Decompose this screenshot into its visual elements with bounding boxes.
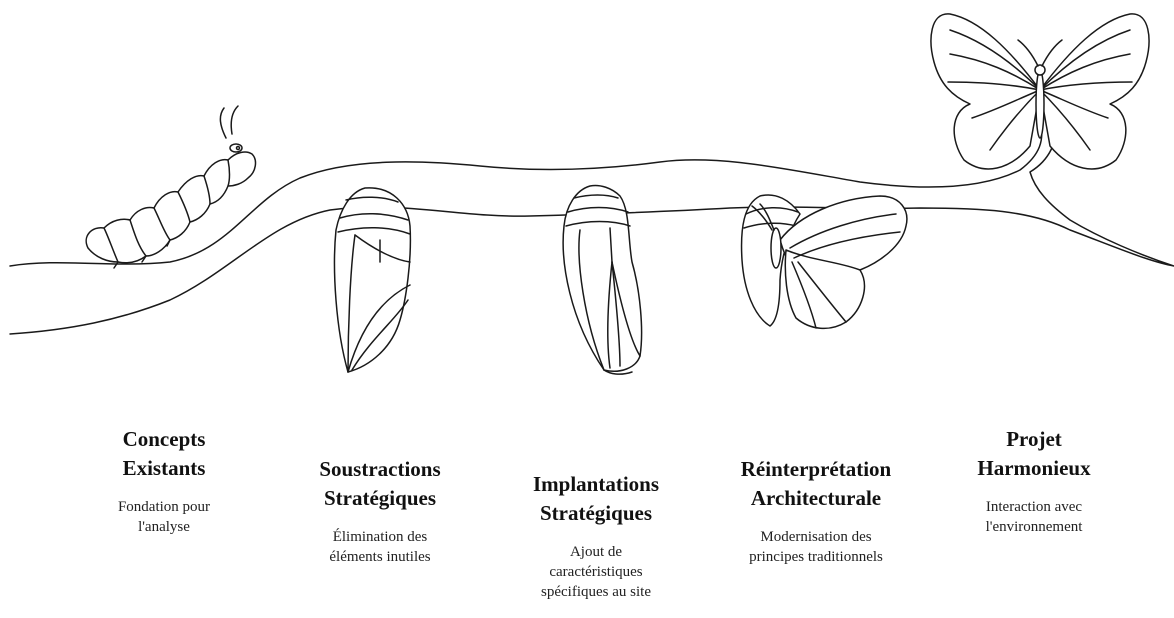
stage-description-line: Interaction avec bbox=[934, 497, 1134, 517]
stage-title-line: Existants bbox=[64, 454, 264, 483]
stage-title-line: Soustractions bbox=[280, 455, 480, 484]
stage-description-line: l'analyse bbox=[64, 517, 264, 537]
stage-title: Concepts Existants bbox=[64, 425, 264, 483]
stage-title: Projet Harmonieux bbox=[934, 425, 1134, 483]
stage-description: Élimination des éléments inutiles bbox=[280, 527, 480, 567]
stage-description: Fondation pour l'analyse bbox=[64, 497, 264, 537]
stage-description-line: l'environnement bbox=[934, 517, 1134, 537]
stage-description-line: caractéristiques bbox=[496, 562, 696, 582]
stage-description: Interaction avec l'environnement bbox=[934, 497, 1134, 537]
stage-title: Soustractions Stratégiques bbox=[280, 455, 480, 513]
stage-projet-harmonieux: Projet Harmonieux Interaction avec l'env… bbox=[934, 425, 1134, 537]
stage-title: Implantations Stratégiques bbox=[496, 470, 696, 528]
stage-title-line: Architecturale bbox=[716, 484, 916, 513]
stage-description: Ajout de caractéristiques spécifiques au… bbox=[496, 542, 696, 602]
stage-description-line: spécifiques au site bbox=[496, 582, 696, 602]
chrysalis-2-icon bbox=[563, 185, 641, 374]
chrysalis-1-icon bbox=[335, 188, 411, 372]
stage-description-line: principes traditionnels bbox=[716, 547, 916, 567]
stage-concepts-existants: Concepts Existants Fondation pour l'anal… bbox=[64, 425, 264, 537]
metamorphosis-illustration bbox=[0, 0, 1174, 400]
stage-title-line: Projet bbox=[934, 425, 1134, 454]
stage-description-line: éléments inutiles bbox=[280, 547, 480, 567]
stage-title-line: Stratégiques bbox=[496, 499, 696, 528]
stage-title-line: Réinterprétation bbox=[716, 455, 916, 484]
caterpillar-icon bbox=[86, 106, 255, 268]
stage-title-line: Implantations bbox=[496, 470, 696, 499]
stage-soustractions-strategiques: Soustractions Stratégiques Élimination d… bbox=[280, 455, 480, 567]
stage-reinterpretation-architecturale: Réinterprétation Architecturale Modernis… bbox=[716, 455, 916, 567]
stage-title: Réinterprétation Architecturale bbox=[716, 455, 916, 513]
stage-description-line: Ajout de bbox=[496, 542, 696, 562]
stage-description-line: Modernisation des bbox=[716, 527, 916, 547]
stage-description-line: Élimination des bbox=[280, 527, 480, 547]
stage-title-line: Harmonieux bbox=[934, 454, 1134, 483]
stage-description-line: Fondation pour bbox=[64, 497, 264, 517]
stage-title-line: Concepts bbox=[64, 425, 264, 454]
stage-implantations-strategiques: Implantations Stratégiques Ajout de cara… bbox=[496, 470, 696, 602]
stage-title-line: Stratégiques bbox=[280, 484, 480, 513]
emerging-butterfly-icon bbox=[742, 195, 907, 328]
stage-description: Modernisation des principes traditionnel… bbox=[716, 527, 916, 567]
